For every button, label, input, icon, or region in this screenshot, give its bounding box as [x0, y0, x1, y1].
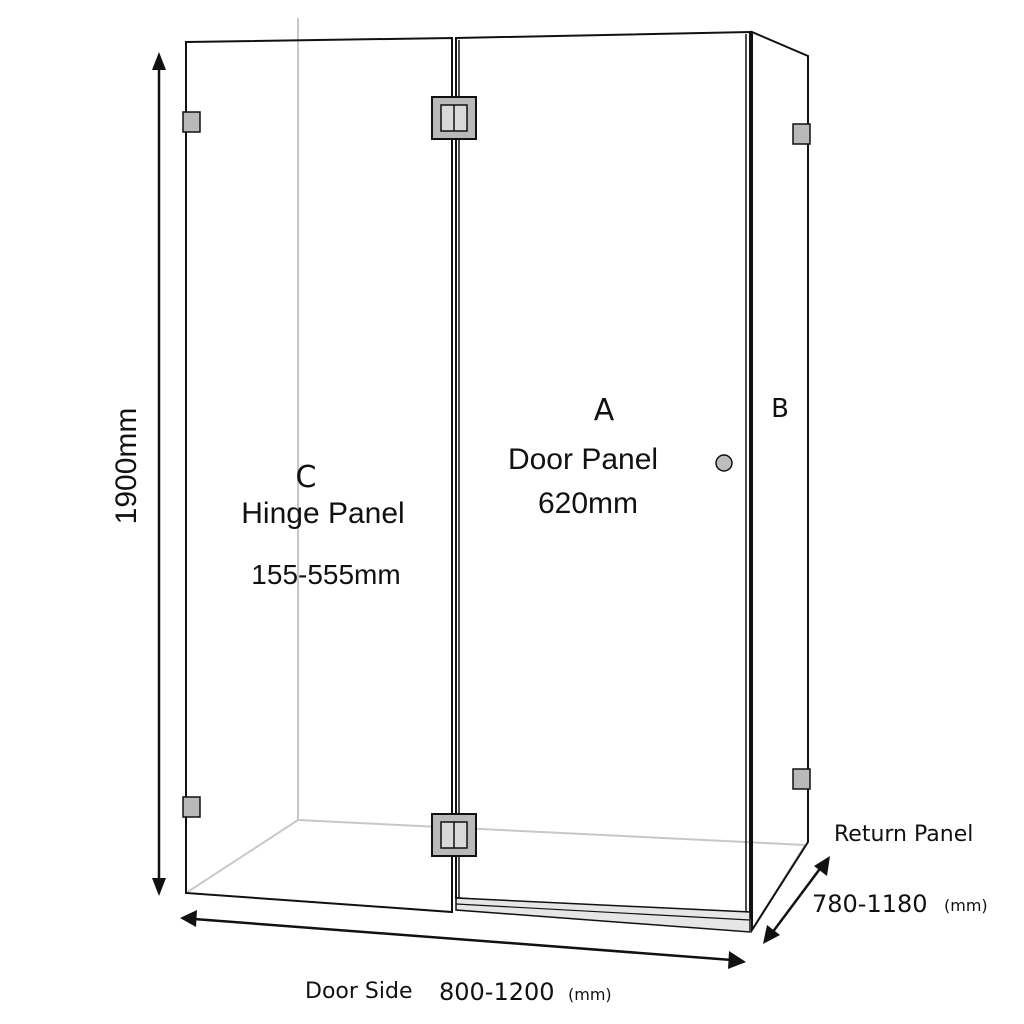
door-knob-icon — [715, 454, 733, 472]
left-bottom-clamp-icon — [182, 796, 201, 818]
top-hinge-icon — [431, 96, 477, 140]
return-panel-label: Return Panel — [834, 822, 973, 847]
door-side-value: 800-1200 — [439, 978, 555, 1006]
return-width-value: 780-1180 — [812, 890, 928, 918]
back-corner-lines — [185, 18, 806, 931]
right-bottom-clamp-icon — [792, 768, 811, 790]
bottom-hinge-icon — [431, 813, 477, 857]
door-side-dimension-arrow — [180, 910, 746, 969]
return-width-unit: (mm) — [944, 896, 988, 915]
return-panel-outline — [751, 30, 809, 934]
panel-a-size: 620mm — [538, 487, 638, 520]
height-label: 1900mm — [110, 408, 143, 525]
door-side-label: Door Side — [305, 979, 412, 1004]
panel-b-letter: B — [771, 394, 789, 424]
door-bottom-seal — [455, 897, 751, 933]
hinge-panel-outline — [185, 36, 453, 914]
panel-a-name: Door Panel — [508, 443, 658, 476]
panel-c-letter: C — [296, 460, 317, 495]
door-panel-a — [455, 30, 751, 933]
panel-c-size: 155-555mm — [251, 559, 400, 590]
right-top-clamp-icon — [792, 123, 811, 145]
floor-left-line — [185, 819, 299, 894]
return-dimension-arrow — [763, 856, 830, 944]
panel-a-letter: A — [594, 393, 615, 428]
floor-back-line — [297, 819, 806, 846]
panel-c-name: Hinge Panel — [241, 497, 404, 530]
door-side-unit: (mm) — [568, 985, 612, 1004]
height-dimension-arrow — [152, 52, 166, 896]
return-panel-b — [751, 30, 809, 934]
left-top-clamp-icon — [182, 111, 201, 133]
door-bottom-seal-line — [455, 903, 751, 921]
hinge-panel-c — [185, 36, 453, 914]
